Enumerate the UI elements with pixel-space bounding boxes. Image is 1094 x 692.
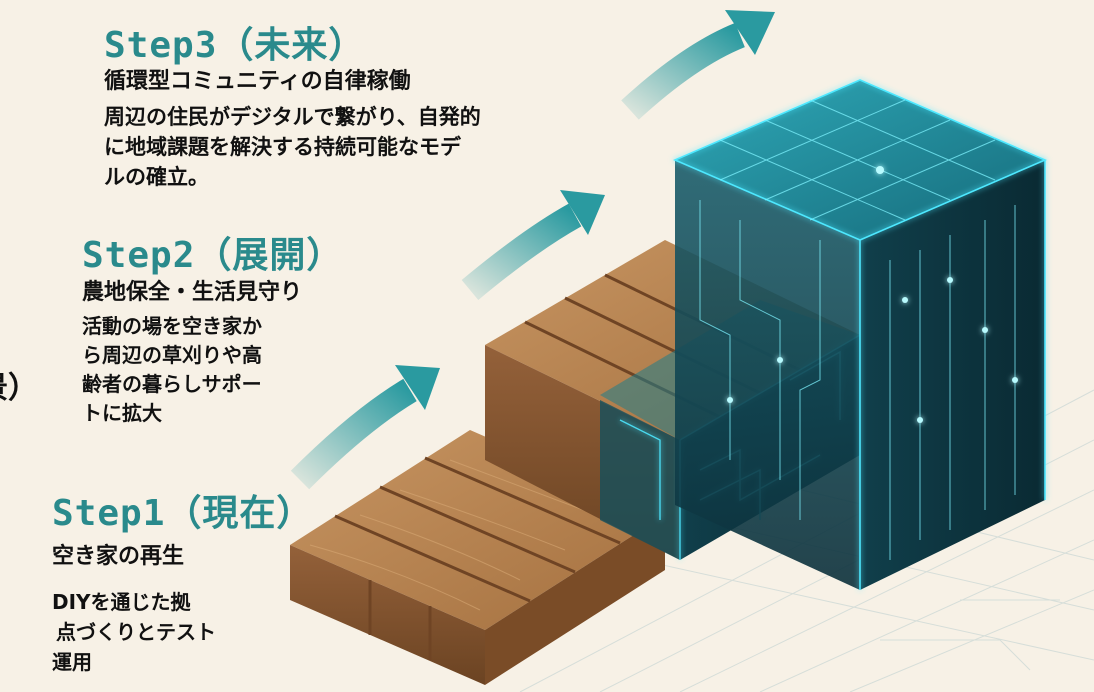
step2-subtitle: 農地保全・生活見守り (82, 280, 303, 305)
step1-description-line: 点づくりとテスト (56, 620, 216, 644)
step2-title: Step2（展開） (82, 235, 344, 276)
step3-description-line: 周辺の住民がデジタルで繋がり、自発的 (104, 105, 481, 129)
step2-description-line: トに拡大 (82, 401, 162, 425)
arrow-up-right-icon (621, 10, 775, 120)
step1-title: Step1（現在） (52, 493, 314, 534)
arrow-up-right-icon (290, 365, 440, 490)
step1-subtitle: 空き家の再生 (52, 544, 185, 569)
arrow-up-right-icon (461, 190, 605, 300)
step2-description-line: ら周辺の草刈りや高 (82, 343, 262, 367)
step3-title: Step3（未来） (104, 25, 366, 66)
edge-text-fragment: 景） (0, 371, 38, 406)
step1-description-line: DIYを通じた拠 (52, 590, 191, 614)
step2-description-line: 活動の場を空き家か (82, 314, 262, 338)
step3-subtitle: 循環型コミュニティの自律稼働 (104, 69, 411, 94)
step3-description-line: ルの確立。 (104, 164, 209, 189)
step1-description: DIYを通じた拠 点づくりとテスト 運用 (52, 587, 216, 677)
step3-cyber-cube (672, 79, 1048, 590)
step3-description: 周辺の住民がデジタルで繋がり、自発的 に地域課題を解決する持続可能なモデ ルの確… (104, 103, 481, 192)
step3-description-line: に地域課題を解決する持続可能なモデ (104, 134, 461, 159)
step1-description-line: 運用 (52, 650, 92, 674)
step2-description: 活動の場を空き家か ら周辺の草刈りや高 齢者の暮らしサポー トに拡大 (82, 312, 262, 428)
step2-description-line: 齢者の暮らしサポー (82, 372, 262, 396)
